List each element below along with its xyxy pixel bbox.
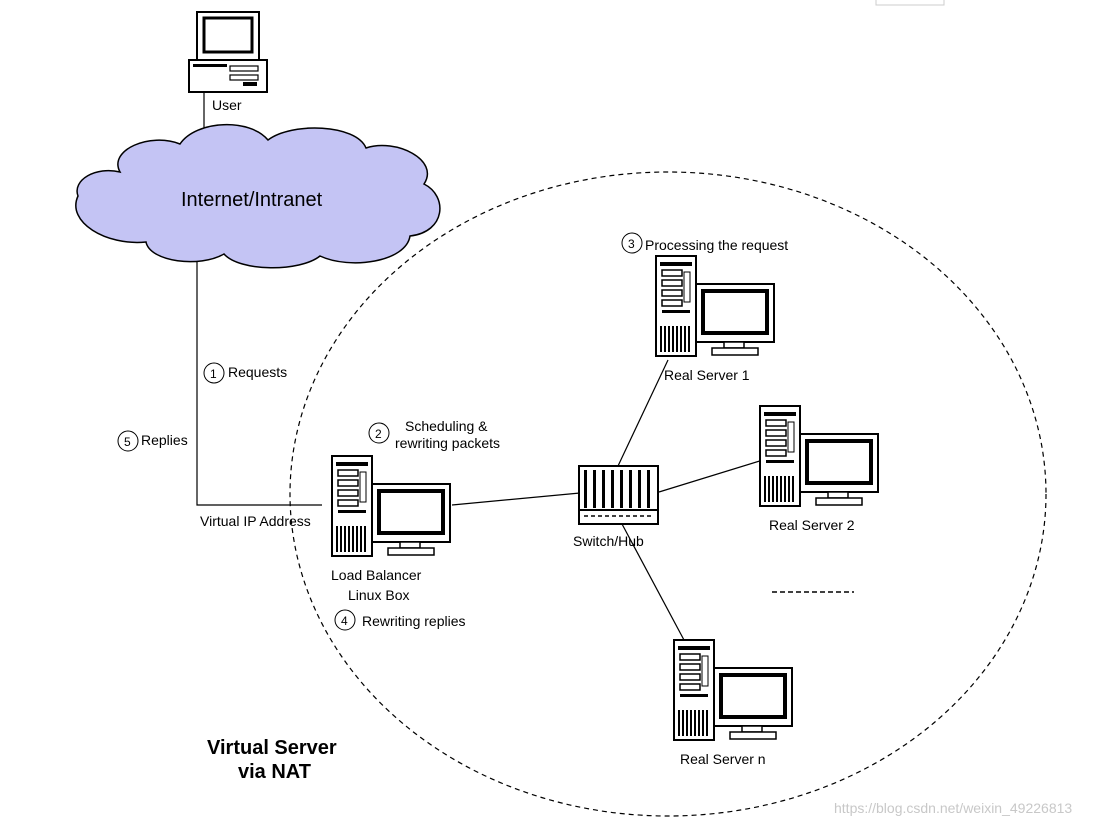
step-4-number: 4 <box>341 614 348 628</box>
step-3-badge <box>621 232 643 254</box>
user-label: User <box>212 97 242 113</box>
switch-hub-label: Switch/Hub <box>573 533 644 549</box>
step-2-label-line1: Scheduling & <box>405 418 488 434</box>
step-3-number: 3 <box>628 237 635 251</box>
real-server-n-label: Real Server n <box>680 751 766 767</box>
watermark-text: https://blog.csdn.net/weixin_49226813 <box>834 800 1072 816</box>
step-5-label: Replies <box>141 432 188 448</box>
virtual-server-boundary <box>289 171 1047 817</box>
real-server-2-label: Real Server 2 <box>769 517 855 533</box>
switch-hub-icon <box>578 465 659 525</box>
virtual-ip-label: Virtual IP Address <box>200 513 311 529</box>
step-2-number: 2 <box>375 427 382 441</box>
internet-cloud <box>75 123 441 269</box>
real-server-1-icon <box>654 254 776 358</box>
step-5-number: 5 <box>124 435 131 449</box>
user-computer-icon <box>188 11 268 93</box>
step-2-label-line2: rewriting packets <box>395 435 500 451</box>
step-3-label: Processing the request <box>645 237 788 253</box>
step-1-label: Requests <box>228 364 287 380</box>
step-1-number: 1 <box>210 367 217 381</box>
load-balancer-label-line2: Linux Box <box>348 587 409 603</box>
load-balancer-icon <box>330 454 452 558</box>
load-balancer-label-line1: Load Balancer <box>331 567 422 583</box>
top-edge-tab <box>875 0 945 6</box>
real-server-1-label: Real Server 1 <box>664 367 750 383</box>
diagram-title-line2: via NAT <box>238 761 311 783</box>
step-2-badge <box>368 422 390 444</box>
step-4-badge <box>334 609 356 631</box>
cloud-label: Internet/Intranet <box>181 189 323 211</box>
step-1-badge <box>203 362 225 384</box>
step-4-label: Rewriting replies <box>362 613 465 629</box>
step-5-badge <box>117 430 139 452</box>
real-server-2-icon <box>758 404 880 508</box>
real-server-n-icon <box>672 638 794 742</box>
diagram-title-line1: Virtual Server <box>207 737 337 759</box>
